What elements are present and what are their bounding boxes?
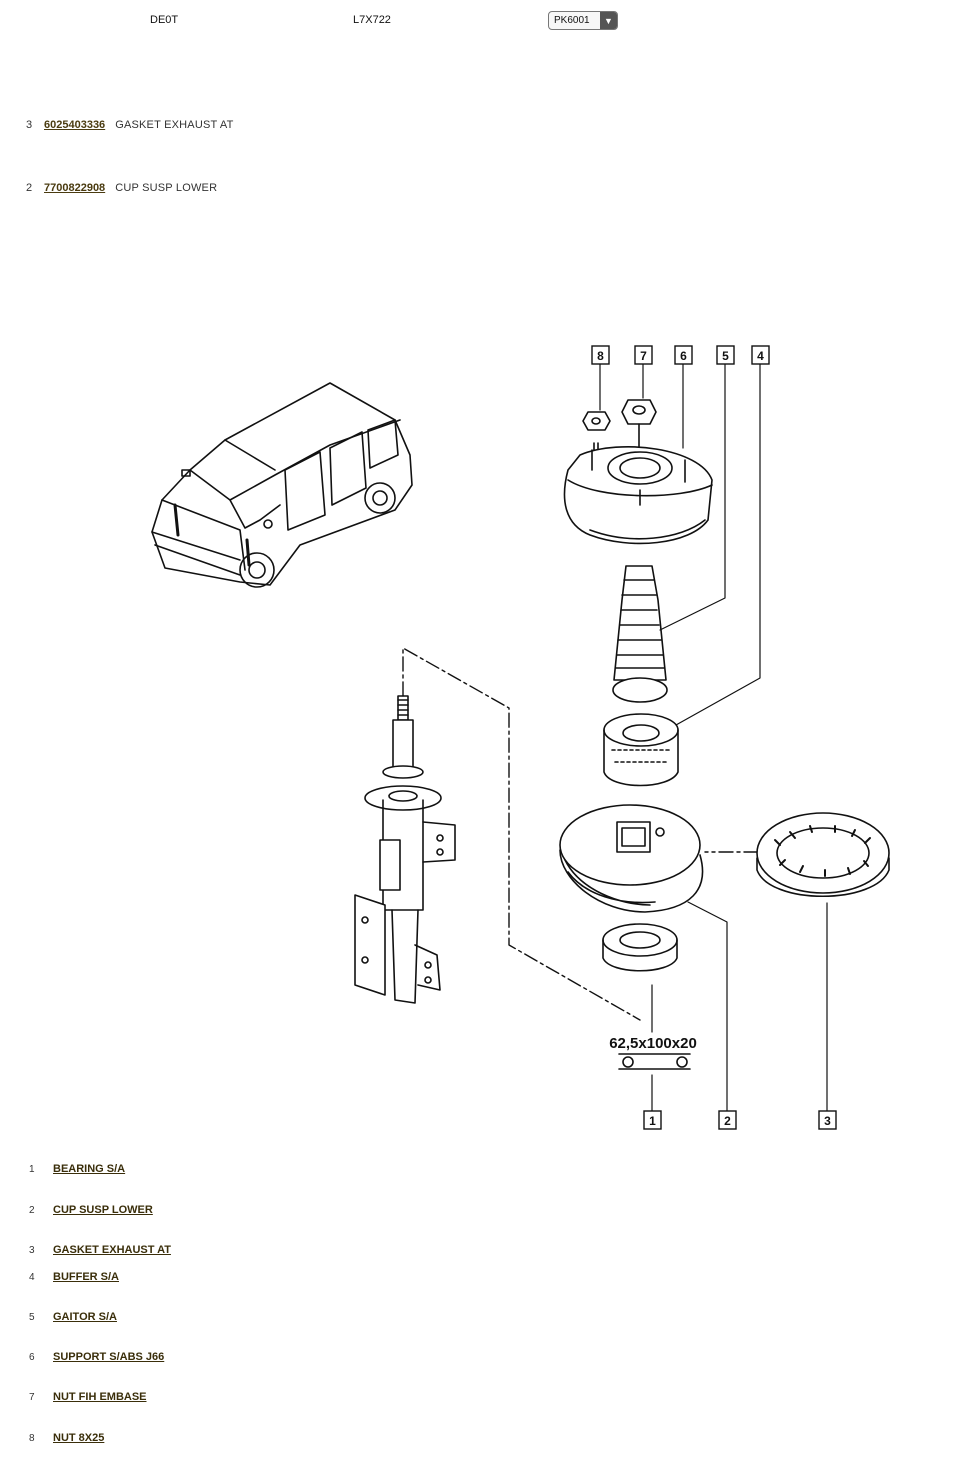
callout-3[interactable] bbox=[818, 1110, 837, 1130]
parts-list-item: 4 BUFFER S/A bbox=[29, 1271, 119, 1283]
callout-4[interactable] bbox=[751, 345, 770, 365]
parts-list-link[interactable]: GAITOR S/A bbox=[53, 1311, 117, 1323]
parts-list-number: 7 bbox=[29, 1392, 35, 1403]
parts-list-number: 3 bbox=[29, 1245, 35, 1256]
callout-2[interactable] bbox=[718, 1110, 737, 1130]
part-2-lower-cup bbox=[559, 804, 704, 913]
parts-list-number: 8 bbox=[29, 1433, 35, 1444]
engine-code: L7X722 bbox=[353, 14, 391, 26]
parts-list-item: 6 SUPPORT S/ABS J66 bbox=[29, 1351, 164, 1363]
parts-list-link[interactable]: CUP SUSP LOWER bbox=[53, 1204, 153, 1216]
parts-list-item: 8 NUT 8X25 bbox=[29, 1432, 104, 1444]
callout-1[interactable] bbox=[643, 1110, 662, 1130]
callout-7[interactable] bbox=[634, 345, 653, 365]
callout-5[interactable] bbox=[716, 345, 735, 365]
part-reference-link[interactable]: 7700822908 bbox=[44, 182, 106, 194]
parts-list-item: 1 BEARING S/A bbox=[29, 1163, 125, 1175]
bearing-dimension-label: 62,5x100x20 bbox=[609, 1035, 697, 1052]
callout-3-label: 3 bbox=[824, 1114, 831, 1128]
callout-6[interactable] bbox=[674, 345, 693, 365]
vehicle-illustration bbox=[151, 382, 413, 588]
parts-list-number: 4 bbox=[29, 1272, 35, 1283]
callout-1-label: 1 bbox=[649, 1114, 656, 1128]
exploded-parts-diagram: 8 7 6 5 4 1 2 3 62,5x100x20 bbox=[151, 345, 890, 1130]
parts-list-link[interactable]: SUPPORT S/ABS J66 bbox=[53, 1351, 165, 1363]
part-row: 2 7700822908 CUP SUSP LOWER bbox=[26, 182, 217, 194]
parts-list-item: 7 NUT FIH EMBASE bbox=[29, 1391, 147, 1403]
callout-5-label: 5 bbox=[722, 349, 729, 363]
option-select-value: PK6001 bbox=[554, 15, 590, 26]
part-reference-link[interactable]: 6025403336 bbox=[44, 119, 106, 131]
parts-list-number: 1 bbox=[29, 1164, 35, 1175]
parts-list-link[interactable]: BEARING S/A bbox=[53, 1163, 126, 1175]
callout-6-label: 6 bbox=[680, 349, 687, 363]
callout-7-label: 7 bbox=[640, 349, 647, 363]
parts-list-item: 3 GASKET EXHAUST AT bbox=[29, 1244, 171, 1256]
strut-assembly bbox=[354, 695, 456, 1004]
parts-list-link[interactable]: NUT 8X25 bbox=[53, 1432, 105, 1444]
bearing-dimension-symbol bbox=[618, 1053, 691, 1070]
parts-list-link[interactable]: GASKET EXHAUST AT bbox=[53, 1244, 171, 1256]
parts-list-number: 6 bbox=[29, 1352, 35, 1363]
part-row-description: GASKET EXHAUST AT bbox=[115, 119, 234, 131]
callout-4-label: 4 bbox=[757, 349, 764, 363]
parts-list-number: 5 bbox=[29, 1312, 35, 1323]
vehicle-code: DE0T bbox=[150, 14, 179, 26]
part-row-number: 3 bbox=[26, 119, 33, 131]
part-row-description: CUP SUSP LOWER bbox=[115, 182, 218, 194]
chevron-down-icon[interactable]: ▼ bbox=[600, 12, 617, 29]
callout-8-label: 8 bbox=[597, 349, 604, 363]
part-5-gaiter bbox=[612, 565, 668, 703]
parts-list-item: 5 GAITOR S/A bbox=[29, 1311, 117, 1323]
parts-list-link[interactable]: NUT FIH EMBASE bbox=[53, 1391, 147, 1403]
part-row-number: 2 bbox=[26, 182, 33, 194]
part-7-nut bbox=[621, 399, 657, 425]
callout-2-label: 2 bbox=[724, 1114, 731, 1128]
parts-list-link[interactable]: BUFFER S/A bbox=[53, 1271, 119, 1283]
part-1-bearing bbox=[602, 923, 678, 972]
part-3-gasket bbox=[756, 812, 890, 898]
callout-8[interactable] bbox=[591, 345, 610, 365]
part-6-upper-mount bbox=[563, 446, 713, 545]
part-4-buffer bbox=[603, 713, 679, 787]
parts-list-item: 2 CUP SUSP LOWER bbox=[29, 1204, 153, 1216]
option-select[interactable]: PK6001 ▼ bbox=[548, 11, 618, 30]
parts-list-number: 2 bbox=[29, 1205, 35, 1216]
part-row: 3 6025403336 GASKET EXHAUST AT bbox=[26, 119, 234, 131]
